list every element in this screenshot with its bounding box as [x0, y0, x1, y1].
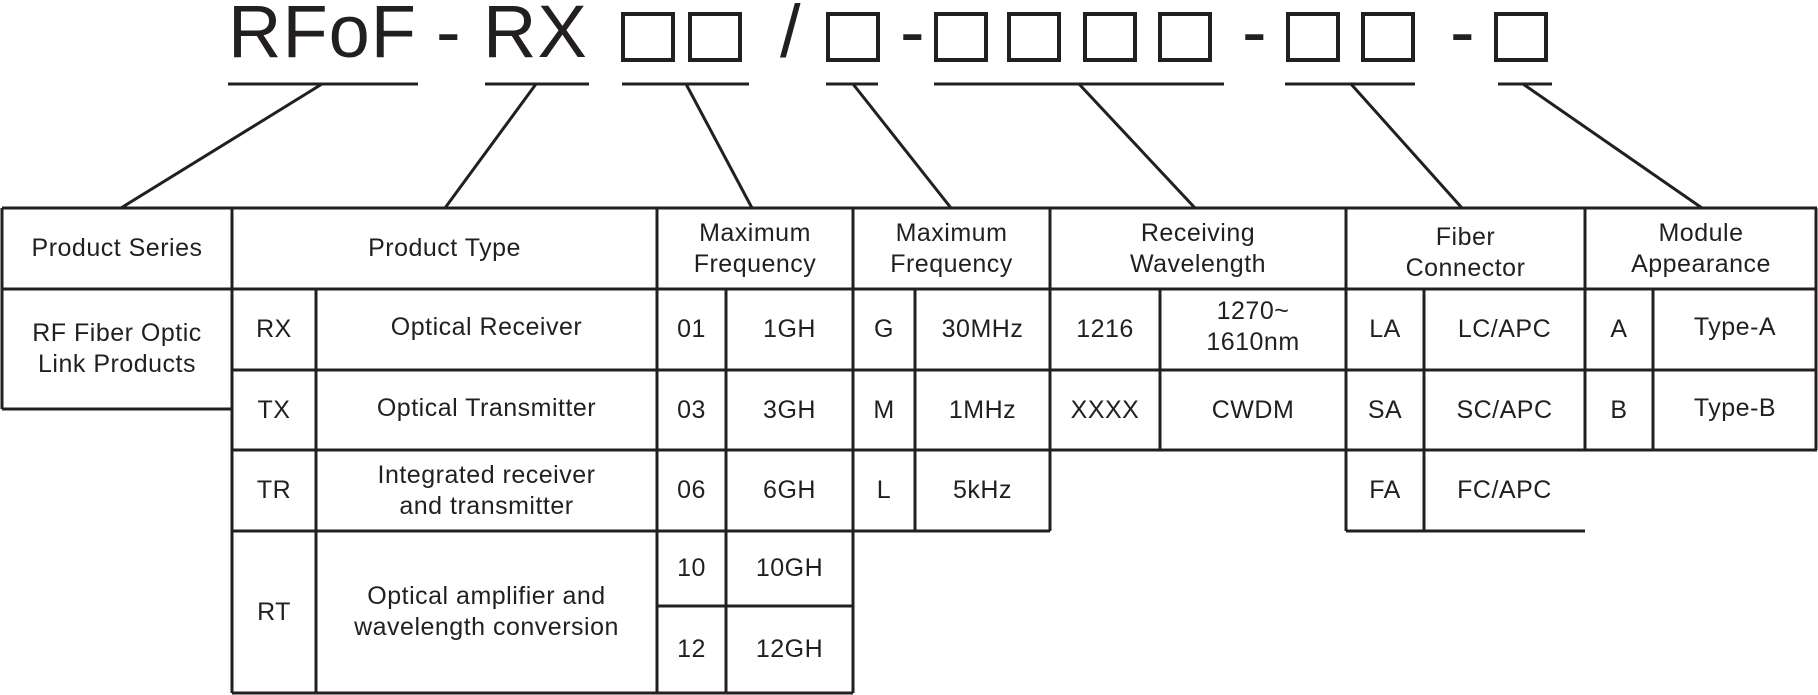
connector-value: SC/APC: [1456, 395, 1553, 424]
max-freq-value: 10GH: [755, 554, 824, 582]
max-freq-code: 01: [677, 315, 706, 343]
connector-code: LA: [1369, 315, 1401, 343]
header-minimum-frequency: Maximum Frequency: [890, 218, 1013, 278]
max-freq-value: 12GH: [755, 635, 824, 663]
connector-code: SA: [1367, 395, 1403, 424]
code-type: RX: [483, 0, 588, 73]
min-freq-value: 30MHz: [941, 315, 1024, 343]
table-grid: [0, 206, 1818, 695]
code-placeholder-boxes: [621, 12, 1548, 62]
wavelength-code: 1216: [1076, 315, 1134, 343]
type-code: RX: [256, 315, 292, 343]
header-maximum-frequency: Maximum Frequency: [693, 218, 817, 278]
type-name: Integrated receiver and transmitter: [377, 460, 596, 520]
appearance-value: Type-B: [1693, 393, 1777, 422]
max-freq-value: 6GH: [763, 476, 816, 504]
max-freq-code: 12: [677, 635, 706, 663]
max-freq-code: 06: [677, 476, 706, 504]
max-freq-code: 03: [677, 395, 706, 424]
min-freq-code: M: [873, 395, 895, 424]
code-dash: -: [900, 0, 926, 73]
type-code: RT: [257, 597, 291, 626]
max-freq-code: 10: [677, 554, 706, 582]
type-name: Optical Receiver: [390, 313, 583, 341]
header-receiving-wavelength: Receiving Wavelength: [1129, 218, 1267, 278]
appearance-code: A: [1610, 315, 1628, 343]
appearance-value: Type-A: [1693, 313, 1777, 341]
header-module-appearance: Module Appearance: [1631, 218, 1771, 278]
wavelength-value: CWDM: [1211, 395, 1295, 424]
header-product-series: Product Series: [31, 234, 203, 262]
min-freq-code: G: [874, 315, 894, 343]
header-product-type: Product Type: [368, 234, 521, 262]
connector-value: FC/APC: [1457, 476, 1552, 504]
wavelength-value: 1270~ 1610nm: [1206, 296, 1300, 356]
type-code: TR: [256, 476, 292, 504]
code-dash: -: [1450, 0, 1476, 73]
connector-code: FA: [1369, 476, 1401, 504]
leader-lines: [120, 82, 1703, 210]
type-code: TX: [257, 395, 291, 424]
connector-value: LC/APC: [1457, 315, 1552, 343]
appearance-code: B: [1610, 395, 1628, 424]
min-freq-code: L: [876, 476, 892, 504]
header-fiber-connector: Fiber Connector: [1405, 222, 1526, 282]
code-slash: /: [780, 0, 802, 73]
code-prefix: RFoF: [228, 0, 417, 73]
type-name: Optical Transmitter: [376, 393, 597, 422]
wavelength-code: XXXX: [1070, 395, 1140, 424]
code-dash: -: [436, 0, 462, 73]
min-freq-value: 1MHz: [948, 395, 1017, 424]
code-dash: -: [1242, 0, 1268, 73]
max-freq-value: 1GH: [763, 315, 816, 343]
min-freq-value: 5kHz: [953, 476, 1012, 504]
series-cell: RF Fiber Optic Link Products: [32, 319, 202, 378]
max-freq-value: 3GH: [763, 395, 816, 424]
type-name: Optical amplifier and wavelength convers…: [354, 582, 619, 641]
